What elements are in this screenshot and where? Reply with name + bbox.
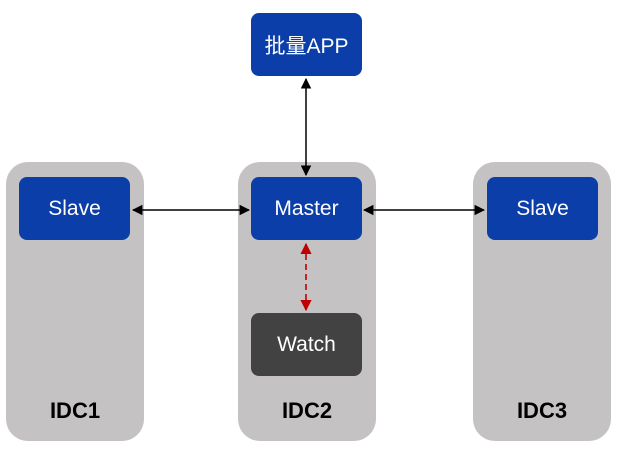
idc3-label: IDC3	[516, 398, 568, 423]
watch-label: Watch	[277, 332, 336, 356]
master-label: Master	[274, 196, 339, 220]
slave-node-idc3: Slave	[487, 177, 598, 240]
master-node: Master	[251, 177, 362, 240]
idc2-label: IDC2	[281, 398, 333, 423]
slave-node-idc1: Slave	[19, 177, 130, 240]
idc1-label: IDC1	[49, 398, 101, 423]
slave-label-idc1: Slave	[48, 196, 101, 220]
watch-node: Watch	[251, 313, 362, 376]
batch-app-label: 批量APP	[264, 34, 349, 58]
batch-app-node: 批量APP	[251, 13, 362, 76]
slave-label-idc3: Slave	[516, 196, 569, 220]
